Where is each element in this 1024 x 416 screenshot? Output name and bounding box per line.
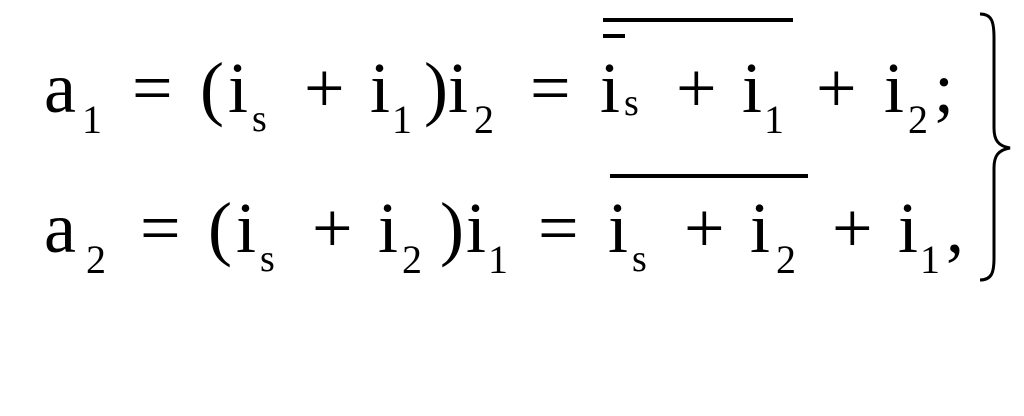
eq2-term-is: i	[236, 188, 257, 268]
eq1-plus-3: +	[816, 48, 857, 128]
eq2-term-i1: i	[466, 188, 487, 268]
eq2-right-paren: )	[440, 188, 464, 268]
eq2-rhs-is-sub: s	[632, 238, 647, 280]
eq2-term-i1-sub: 1	[488, 237, 508, 282]
eq2-lhs-sub: 2	[86, 237, 106, 282]
eq2-term-i2: i	[378, 188, 399, 268]
eq2-rhs-i1-sub: 1	[920, 237, 940, 282]
eq2-plus-1: +	[312, 188, 353, 268]
eq1-term-i2-sub: 2	[474, 97, 494, 142]
eq1-equals-2: =	[530, 48, 571, 128]
eq2-end-comma: ,	[946, 188, 964, 268]
eq1-term-i1-sub: 1	[392, 97, 412, 142]
eq2-rhs-i1: i	[898, 188, 919, 268]
eq2-left-paren: (	[208, 188, 232, 268]
eq2-rhs-i2-sub: 2	[776, 237, 796, 282]
eq1-left-paren: (	[200, 48, 224, 128]
eq2-plus-3: +	[832, 188, 873, 268]
eq2-lhs: a	[44, 188, 76, 268]
eq1-plus-2: +	[676, 48, 717, 128]
eq2-term-i2-sub: 2	[402, 237, 422, 282]
eq2-term-is-sub: s	[260, 238, 275, 280]
eq1-overline	[603, 18, 793, 22]
eq1-rhs-i2-sub: 2	[908, 97, 928, 142]
eq1-term-is: i	[228, 48, 249, 128]
eq1-lhs: a	[44, 48, 76, 128]
eq1-rhs-is-sub: s	[624, 82, 639, 124]
eq1-rhs-is: i	[600, 48, 621, 128]
eq2-equals-2: =	[538, 188, 579, 268]
eq1-is-overbar	[603, 34, 625, 38]
eq2-overline	[610, 174, 808, 178]
eq1-rhs-i1-sub: 1	[764, 97, 784, 142]
eq1-lhs-sub: 1	[82, 97, 102, 142]
eq2-rhs-is: i	[608, 188, 629, 268]
eq1-term-i2: i	[448, 48, 469, 128]
eq1-term-is-sub: s	[252, 98, 267, 140]
eq2-rhs-i2: i	[750, 188, 771, 268]
eq1-end-semicolon: ;	[934, 48, 955, 128]
eq1-plus-1: +	[304, 48, 345, 128]
right-brace-icon	[979, 12, 1011, 282]
eq1-rhs-i1: i	[742, 48, 763, 128]
eq1-term-i1: i	[370, 48, 391, 128]
eq2-equals-1: =	[140, 188, 181, 268]
eq2-plus-2: +	[684, 188, 725, 268]
eq1-rhs-i2: i	[884, 48, 905, 128]
eq1-equals-1: =	[132, 48, 173, 128]
eq1-right-paren: )	[424, 48, 448, 128]
